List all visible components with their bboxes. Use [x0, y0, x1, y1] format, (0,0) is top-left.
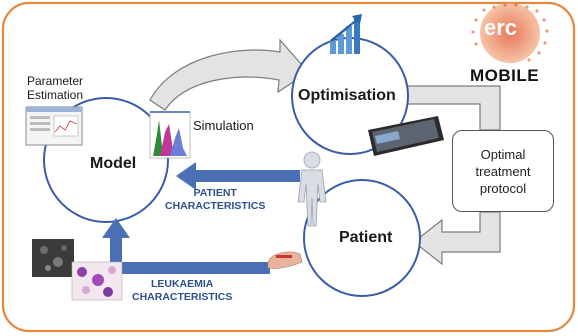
simulation-label: Simulation [193, 118, 254, 133]
micrograph-icon [32, 239, 74, 277]
erc-logo-text: erc [484, 15, 518, 40]
optimisation-label: Optimisation [298, 87, 396, 104]
patient-characteristics-line2: CHARACTERISTICS [165, 200, 266, 212]
leukaemia-characteristics-line1: LEUKAEMIA [150, 278, 214, 290]
human-body-icon [297, 151, 327, 227]
growth-chart-icon [330, 14, 362, 54]
optimal-treatment-protocol-label: Optimal treatment protocol [475, 146, 531, 196]
parameter-estimation-window-icon [25, 106, 83, 146]
model-label: Model [90, 155, 137, 172]
erc-logo-icon [471, 3, 549, 63]
leukaemia-characteristics-label: LEUKAEMIA CHARACTERISTICS [132, 278, 232, 304]
arrow-patient-characteristics [176, 162, 300, 190]
mobile-logo-text: MOBILE [470, 66, 540, 85]
patient-characteristics-line1: PATIENT [193, 187, 237, 199]
hand-sample-icon [267, 251, 303, 269]
simulation-histogram-icon [149, 111, 191, 159]
patient-circle [303, 179, 421, 297]
leukaemia-characteristics-line2: CHARACTERISTICS [132, 291, 233, 303]
blood-smear-icon [71, 261, 123, 301]
parameter-estimation-label: Parameter Estimation [27, 74, 84, 102]
optimal-treatment-protocol-box: Optimal treatment protocol [452, 130, 554, 212]
patient-label: Patient [339, 229, 393, 246]
patient-characteristics-label: PATIENT CHARACTERISTICS [165, 187, 265, 213]
tablet-icon [368, 116, 444, 156]
grey-bracket-bottom [413, 211, 501, 266]
